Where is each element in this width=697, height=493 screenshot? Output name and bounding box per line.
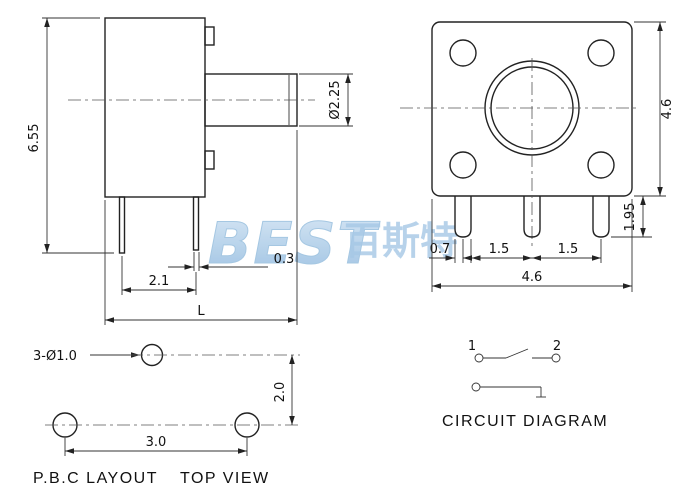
watermark: BEST 百斯特: [208, 211, 459, 278]
front-pin-middle: [523, 196, 541, 238]
dimension-pin-spacing: 1.5 1.5: [462, 239, 602, 263]
switch-pin-left: [118, 196, 126, 254]
dim-body-height-label: 4.6: [660, 99, 675, 120]
dim-body-width-label: 4.6: [522, 270, 543, 285]
dim-pin-offset-label: 0.3: [274, 252, 295, 267]
dim-length-label: L: [197, 304, 205, 319]
dimension-hole-row-spacing: 2.0: [273, 355, 295, 425]
body-tab-top: [204, 26, 215, 46]
hole-note-label: 3-Ø1.0: [33, 349, 77, 364]
circuit-terminal-common: [471, 382, 481, 392]
corner-hole-bottom-left: [449, 151, 477, 179]
circuit-pin1-label: 1: [468, 339, 476, 354]
side-view-drawing: 6.55 Ø2.25 0.3 2.1 L: [27, 17, 353, 325]
corner-hole-top-left: [449, 39, 477, 67]
watermark-brand-text: BEST: [208, 211, 380, 277]
dimension-body-height: 4.6: [634, 21, 675, 197]
body-tab-bottom: [204, 150, 215, 170]
switch-body-side: [104, 17, 206, 198]
dim-pin-width-label: 0.7: [430, 242, 451, 257]
dim-height-label: 6.55: [27, 124, 42, 153]
circuit-diagram-title: CIRCUIT DIAGRAM: [442, 413, 608, 430]
dimension-pin-pitch: 2.1: [121, 256, 197, 295]
front-pin-right: [592, 196, 610, 238]
dim-pin-length-label: 1.95: [623, 203, 638, 232]
dim-pin-pitch-label: 2.1: [149, 274, 170, 289]
pcb-layout-drawing: 3-Ø1.0 2.0 3.0 P.B.C LAYOUT TOP VIEW: [33, 343, 300, 487]
switch-pin-right: [192, 196, 200, 251]
dimension-shaft-diameter: Ø2.25: [299, 73, 353, 127]
circuit-pin2-label: 2: [553, 339, 561, 354]
pcb-layout-subtitle: TOP VIEW: [180, 470, 270, 487]
dimension-pin-length: 1.95: [611, 196, 652, 238]
front-pin-left: [454, 196, 472, 238]
dim-pitch-right-label: 1.5: [558, 242, 579, 257]
pcb-hole-bottom-right: [234, 412, 260, 438]
corner-hole-top-right: [587, 39, 615, 67]
pcb-layout-title: P.B.C LAYOUT: [33, 470, 158, 487]
dimension-hole-spacing: 3.0: [64, 435, 248, 456]
switch-lever: [505, 348, 529, 359]
dimension-height: 6.55: [27, 17, 114, 254]
watermark-brand-cjk-text: 百斯特: [344, 219, 458, 263]
circuit-diagram: 1 2 CIRCUIT DIAGRAM: [442, 339, 608, 430]
dimension-body-width: 4.6: [431, 199, 633, 292]
dim-shaft-diameter-label: Ø2.25: [328, 80, 343, 119]
dim-vertical-label: 2.0: [273, 382, 288, 403]
corner-hole-bottom-right: [587, 151, 615, 179]
dimension-pin-offset: 0.3: [168, 252, 294, 271]
circuit-terminal-1: [474, 353, 484, 363]
dim-pitch-left-label: 1.5: [489, 242, 510, 257]
circuit-terminal-2: [551, 353, 561, 363]
dim-horizontal-label: 3.0: [146, 435, 167, 450]
front-view-drawing: 4.6 1.95 0.7 1.5 1.5: [400, 21, 675, 292]
dimension-length: L: [104, 130, 298, 325]
